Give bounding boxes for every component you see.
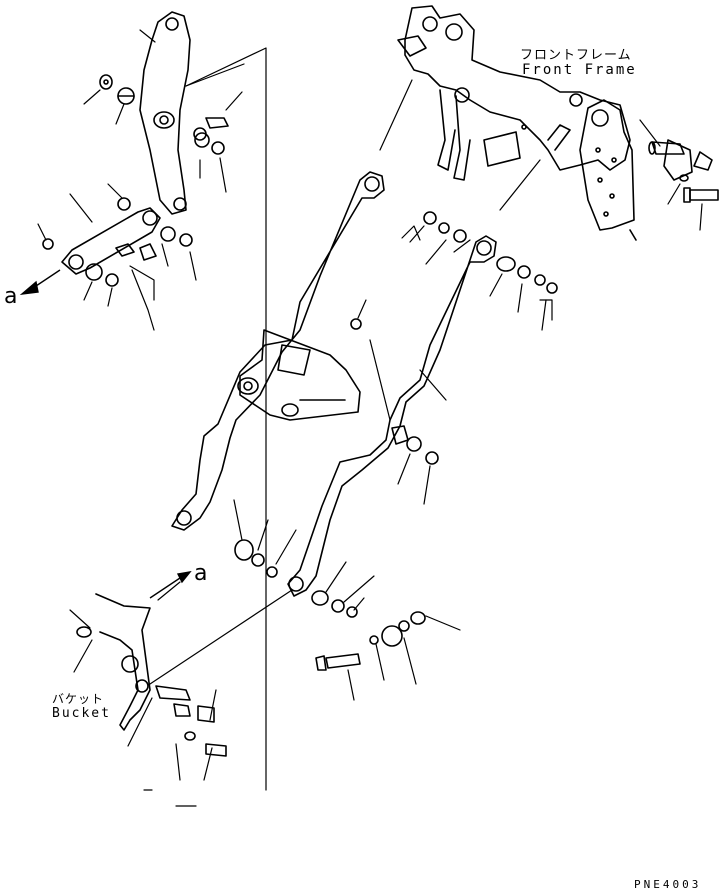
group-brackets bbox=[129, 225, 553, 321]
view-arrows bbox=[19, 269, 192, 599]
lift-arm-right bbox=[287, 235, 497, 597]
view-mark-a-lower: a bbox=[194, 561, 209, 586]
front-frame bbox=[397, 5, 637, 241]
bucket-link bbox=[61, 207, 161, 275]
view-mark-a-left: a bbox=[4, 284, 19, 309]
bucket-label-jp: バケット bbox=[52, 692, 105, 706]
pin-bracket-right bbox=[648, 139, 719, 203]
front-frame-label-en: Front Frame bbox=[522, 62, 637, 78]
drawing-code: PNE4003 bbox=[634, 878, 702, 891]
small-parts bbox=[42, 74, 558, 671]
lift-arm-left bbox=[171, 171, 385, 531]
bucket-label-en: Bucket bbox=[52, 706, 111, 721]
bell-crank bbox=[139, 11, 191, 215]
reference-frame bbox=[143, 47, 267, 807]
leader-lines bbox=[37, 29, 703, 781]
cross-tube bbox=[237, 329, 361, 421]
bucket-bracket bbox=[76, 593, 227, 757]
front-frame-label-jp: フロントフレーム bbox=[520, 48, 632, 63]
